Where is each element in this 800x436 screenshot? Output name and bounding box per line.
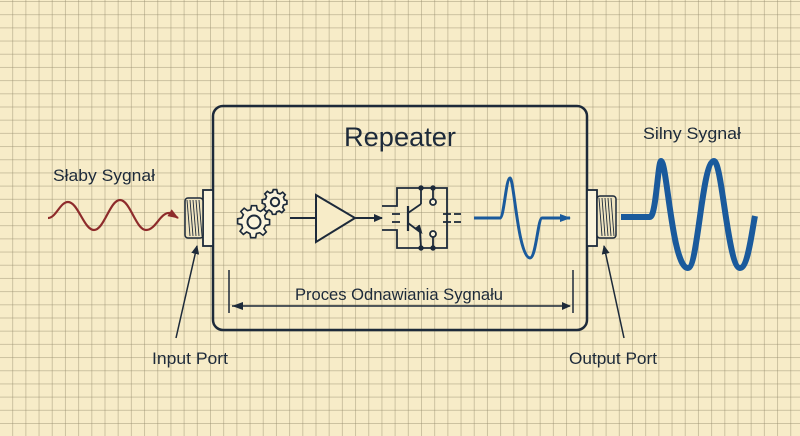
input-port-label: Input Port xyxy=(152,349,228,368)
weak-signal-wave xyxy=(47,198,179,232)
input-port-pointer xyxy=(175,245,200,339)
strong-signal-label: Silny Sygnał xyxy=(643,124,741,143)
output-port-pointer xyxy=(601,245,625,339)
gears-icon xyxy=(236,188,288,239)
input-port-connector[interactable] xyxy=(184,189,214,247)
output-port-label: Output Port xyxy=(569,349,657,368)
transistor-circuit-icon xyxy=(382,185,461,251)
output-port-connector[interactable] xyxy=(586,189,617,247)
weak-signal-label: Słaby Sygnał xyxy=(53,166,155,185)
process-label: Proces Odnawiania Sygnału xyxy=(295,285,503,304)
amplifier-triangle-icon xyxy=(315,193,357,244)
strong-signal-wave xyxy=(621,158,758,271)
pulse-wave-icon xyxy=(474,176,571,260)
repeater-title: Repeater xyxy=(344,122,456,152)
